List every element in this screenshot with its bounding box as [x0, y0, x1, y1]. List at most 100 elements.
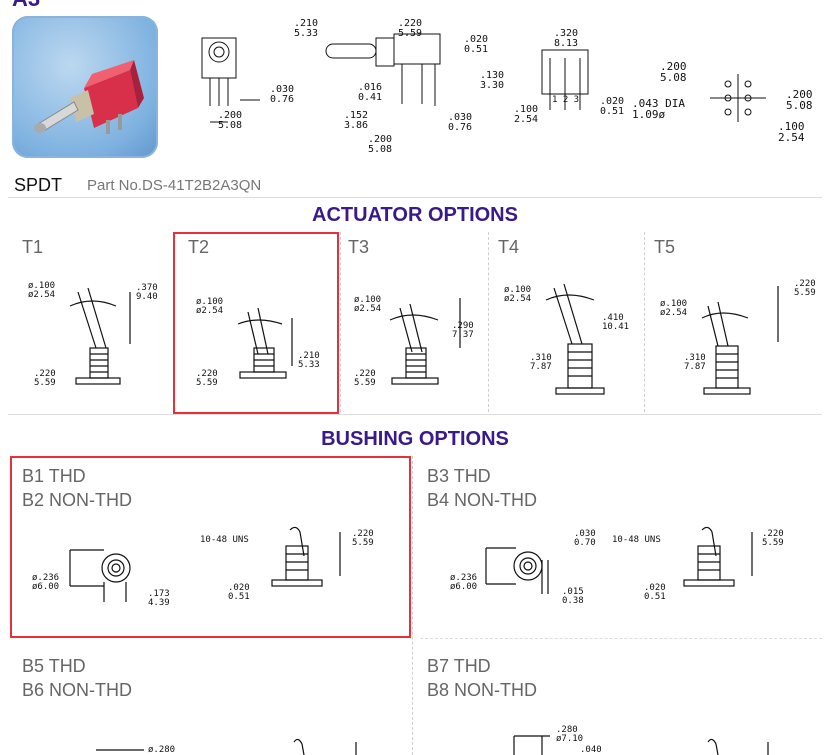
svg-text:ø.100: ø.100 [196, 297, 223, 307]
svg-text:9.40: 9.40 [136, 292, 158, 302]
actuator-label-t5: T5 [654, 237, 676, 257]
toggle-switch-image [34, 60, 144, 134]
svg-text:3.30: 3.30 [480, 80, 504, 91]
actuator-drawings: ø.100 ø2.54 .370 9.40 .220 5.59 ø.100 ø2… [28, 279, 816, 395]
svg-text:0.51: 0.51 [464, 44, 488, 55]
top-dimension-drawings: .030 0.76 .200 5.08 .210 5.33 .220 5.59 … [201, 18, 813, 155]
svg-text:3.86: 3.86 [344, 120, 368, 131]
svg-text:10-48 UNS: 10-48 UNS [200, 535, 249, 545]
svg-text:7.37: 7.37 [452, 330, 474, 340]
svg-text:0.51: 0.51 [228, 592, 250, 602]
svg-text:.173: .173 [148, 589, 170, 599]
svg-text:.370: .370 [136, 283, 158, 293]
divider [412, 456, 413, 755]
svg-text:4.39: 4.39 [148, 598, 170, 608]
svg-text:ø2.54: ø2.54 [354, 304, 381, 314]
bushing-label-b1: B1 THD [22, 466, 86, 486]
svg-text:.280: .280 [556, 725, 578, 735]
svg-text:ø.100: ø.100 [504, 285, 531, 295]
svg-text:.130: .130 [480, 70, 504, 81]
svg-text:5.59: 5.59 [762, 538, 784, 548]
svg-text:.220: .220 [794, 279, 816, 289]
svg-text:.220: .220 [354, 369, 376, 379]
divider [420, 638, 822, 639]
bottom-view-drawing [541, 49, 589, 110]
bushing-side-view-b1 [271, 526, 341, 587]
svg-text:.220: .220 [398, 18, 422, 29]
svg-text:5.33: 5.33 [294, 28, 318, 39]
svg-text:.043 DIA: .043 DIA [632, 97, 685, 110]
svg-text:.020: .020 [228, 583, 250, 593]
svg-text:5.08: 5.08 [660, 71, 687, 84]
bushing-label-b5: B5 THD [22, 656, 86, 676]
svg-text:1.09ø: 1.09ø [632, 108, 665, 121]
bushing-end-view-b3 [485, 547, 549, 594]
svg-text:.040: .040 [580, 745, 602, 755]
svg-text:.152: .152 [344, 110, 368, 121]
selected-bushing-highlight [10, 456, 411, 638]
svg-text:.210: .210 [294, 18, 318, 29]
series-code: A3 [12, 0, 40, 12]
svg-text:ø.100: ø.100 [660, 299, 687, 309]
svg-text:10-48 UNS: 10-48 UNS [612, 535, 661, 545]
svg-text:5.08: 5.08 [368, 144, 392, 155]
svg-text:0.76: 0.76 [270, 94, 294, 105]
bushing-end-view-b1 [69, 549, 131, 602]
product-photo [12, 16, 158, 158]
svg-text:5.59: 5.59 [196, 378, 218, 388]
bushing-drawings: ø.236 ø6.00 .173 4.39 10-48 UNS .220 5.5… [32, 526, 784, 755]
svg-text:.310: .310 [530, 353, 552, 363]
svg-text:0.38: 0.38 [562, 596, 584, 606]
bushing-side-view-b3 [683, 526, 753, 587]
svg-text:.200: .200 [218, 110, 242, 121]
side-view-drawing [325, 33, 441, 106]
svg-text:.410: .410 [602, 313, 624, 323]
svg-text:ø2.54: ø2.54 [504, 294, 531, 304]
bushing-label-b8: B8 NON-THD [427, 680, 538, 700]
dim-b5: ø.280 [148, 745, 175, 755]
divider [340, 232, 341, 412]
bushing-options-title: BUSHING OPTIONS [321, 428, 509, 450]
svg-text:5.59: 5.59 [352, 538, 374, 548]
front-view-drawing [201, 37, 260, 123]
svg-text:.030: .030 [448, 112, 472, 123]
svg-text:.210: .210 [298, 351, 320, 361]
svg-text:.200: .200 [786, 88, 813, 101]
divider [488, 232, 489, 412]
svg-text:0.51: 0.51 [644, 592, 666, 602]
svg-text:7.87: 7.87 [530, 362, 552, 372]
actuator-label-t4: T4 [498, 237, 520, 257]
svg-text:.100: .100 [514, 104, 538, 115]
actuator-label-t3: T3 [348, 237, 370, 257]
svg-text:5.33: 5.33 [298, 360, 320, 370]
svg-text:0.76: 0.76 [448, 122, 472, 133]
svg-text:.220: .220 [352, 529, 374, 539]
selected-actuator-highlight [173, 232, 339, 414]
svg-text:5.59: 5.59 [794, 288, 816, 298]
svg-text:ø.236: ø.236 [450, 573, 477, 583]
svg-text:.100: .100 [778, 120, 805, 133]
divider [8, 197, 822, 198]
divider [8, 414, 822, 415]
svg-text:.200: .200 [368, 134, 392, 145]
svg-text:5.59: 5.59 [398, 28, 422, 39]
svg-text:8.13: 8.13 [554, 38, 578, 49]
svg-text:10.41: 10.41 [602, 322, 629, 332]
svg-text:2.54: 2.54 [514, 114, 538, 125]
bushing-label-b3: B3 THD [427, 466, 491, 486]
divider [644, 232, 645, 412]
svg-text:.220: .220 [34, 369, 56, 379]
bushing-label-b7: B7 THD [427, 656, 491, 676]
svg-text:2.54: 2.54 [778, 131, 805, 144]
svg-text:5.08: 5.08 [218, 120, 242, 131]
svg-text:ø.100: ø.100 [28, 281, 55, 291]
actuator-options-title: ACTUATOR OPTIONS [312, 204, 518, 226]
svg-text:.020: .020 [464, 34, 488, 45]
bushing-label-b2: B2 NON-THD [22, 490, 133, 510]
svg-text:0.41: 0.41 [358, 92, 382, 103]
svg-text:0.51: 0.51 [600, 106, 624, 117]
bushing-label-b4: B4 NON-THD [427, 490, 538, 510]
svg-text:5.59: 5.59 [34, 378, 56, 388]
svg-text:.220: .220 [762, 529, 784, 539]
dim-d1: .030 [270, 84, 294, 95]
